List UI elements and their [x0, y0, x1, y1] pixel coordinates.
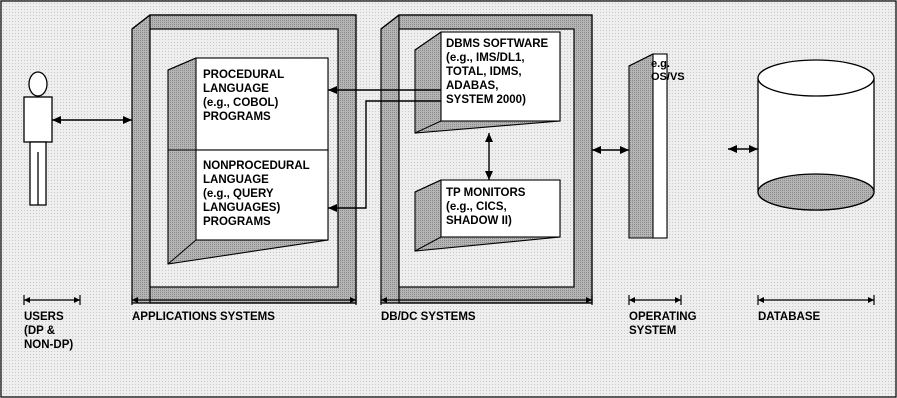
- procedural-line-4: PROGRAMS: [203, 111, 271, 123]
- tp-monitors-box: TP MONITORS (e.g., CICS, SHADOW II): [414, 179, 561, 252]
- tp-line-1: TP MONITORS: [446, 187, 526, 199]
- connector-lines: [52, 86, 758, 212]
- database-label: DATABASE: [758, 311, 821, 323]
- dbdc-systems-label: DB/DC SYSTEMS: [381, 311, 476, 323]
- dbms-software-box: DBMS SOFTWARE (e.g., IMS/DL1, TOTAL, IDMS,…: [414, 31, 561, 134]
- nonprocedural-line-2: LANGUAGE: [203, 174, 269, 186]
- procedural-line-2: LANGUAGE: [203, 83, 269, 95]
- tp-line-3: SHADOW II): [446, 215, 512, 227]
- svg-text:e.g.OS/VS: e.g.OS/VS: [651, 58, 685, 83]
- nonprocedural-line-1: NONPROCEDURAL: [203, 160, 310, 172]
- svg-text:TP MONITORS(e.g., CICS,SHADOW: TP MONITORS (e.g., CICS, SHADOW II): [446, 187, 526, 227]
- os-line-2: OS/VS: [651, 71, 685, 83]
- svg-text:DBMS SOFTWARE(e.g., IMS/DL1,TO: DBMS SOFTWARE (e.g., IMS/DL1, TOTAL, IDMS,…: [446, 38, 549, 106]
- dbms-line-3: TOTAL, IDMS,: [446, 66, 522, 78]
- procedural-line-1: PROCEDURAL: [203, 69, 284, 81]
- dbms-line-4: ADABAS,: [446, 80, 498, 92]
- users-label: USERS(DP &NON-DP): [24, 311, 73, 351]
- database-cylinder-icon: [757, 59, 875, 211]
- tp-line-2: (e.g., CICS,: [446, 201, 507, 213]
- bracket-markers: [23, 295, 875, 305]
- dbms-line-2: (e.g., IMS/DL1,: [446, 52, 525, 64]
- nonprocedural-line-4: LANGUAGES): [203, 202, 280, 214]
- dbms-line-1: DBMS SOFTWARE: [446, 38, 549, 50]
- nonprocedural-language-box: NONPROCEDURAL LANGUAGE (e.g., QUERY LANGUAG…: [167, 149, 329, 265]
- procedural-line-3: (e.g., COBOL): [203, 97, 279, 109]
- dbms-line-5: SYSTEM 2000): [446, 94, 526, 106]
- nonprocedural-line-3: (e.g., QUERY: [203, 188, 274, 200]
- operating-system-box: e.g.OS/VS: [628, 53, 685, 239]
- os-line-1: e.g.: [651, 58, 670, 70]
- user-figure-icon: [23, 71, 53, 206]
- applications-systems-label: APPLICATIONS SYSTEMS: [132, 311, 275, 323]
- procedural-language-box: PROCEDURAL LANGUAGE (e.g., COBOL) PROGRAMS: [167, 57, 329, 151]
- nonprocedural-line-5: PROGRAMS: [203, 216, 271, 228]
